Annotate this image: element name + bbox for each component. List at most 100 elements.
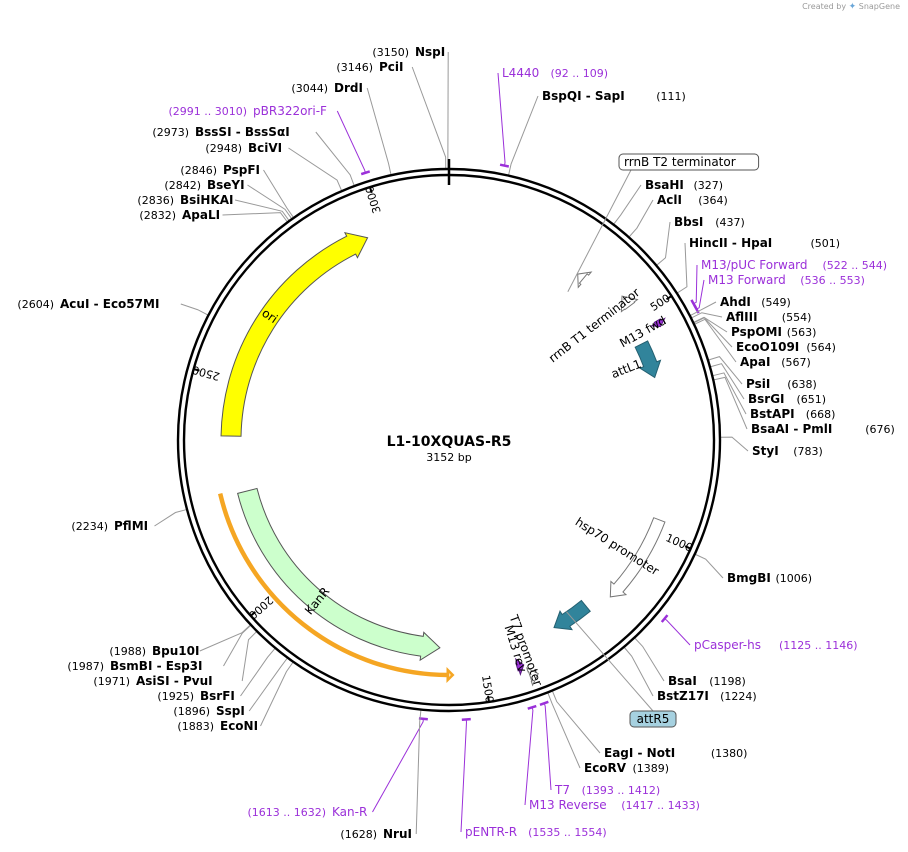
tick-label: 1000 xyxy=(664,531,695,554)
enzyme-label-12: (1988)Bpu10I xyxy=(109,644,199,658)
leader-line xyxy=(713,372,747,415)
site-name: BspQI - SapI xyxy=(542,89,625,103)
site-name: BsaI xyxy=(668,674,697,688)
site-name: T7 xyxy=(554,783,570,797)
leader-line xyxy=(544,704,552,791)
primer-label-20: L4440(92 .. 109) xyxy=(502,66,608,80)
leader-line xyxy=(240,648,276,697)
leader-line xyxy=(624,647,654,697)
snapgene-brand-text: SnapGene xyxy=(858,2,900,11)
leader-line xyxy=(372,719,424,813)
enzyme-label-35: BstAPI(668) xyxy=(750,407,835,421)
site-coordinate: (327) xyxy=(694,179,724,192)
boxed-label-text: attR5 xyxy=(637,712,670,726)
primer-label-26: M13/pUC Forward(522 .. 544) xyxy=(701,258,887,272)
leader-line xyxy=(708,356,743,385)
leader-line xyxy=(415,710,422,835)
leader-line xyxy=(336,110,366,172)
tick-label: 2000 xyxy=(246,593,276,621)
site-coordinate: (437) xyxy=(715,216,745,229)
primer-label-27: M13 Forward(536 .. 553) xyxy=(708,273,865,287)
site-coordinate: (1613 .. 1632) xyxy=(247,806,326,819)
site-name: PspOMI xyxy=(731,325,782,339)
site-coordinate: (668) xyxy=(806,408,836,421)
site-name: EcoNI xyxy=(220,719,258,733)
site-coordinate: (2836) xyxy=(137,194,174,207)
plasmid-length: 3152 bp xyxy=(426,451,471,464)
site-name: AsiSI - PvuI xyxy=(136,674,213,688)
leader-line xyxy=(234,199,290,221)
leader-line xyxy=(288,147,342,191)
tick-mark xyxy=(684,545,692,550)
primer-site-mark xyxy=(660,614,669,623)
site-name: NruI xyxy=(383,827,412,841)
enzyme-label-38: BmgBI(1006) xyxy=(727,571,812,585)
site-name: Kan-R xyxy=(332,805,367,819)
site-coordinate: (2234) xyxy=(71,520,108,533)
site-coordinate: (536 .. 553) xyxy=(800,274,865,287)
site-coordinate: (3150) xyxy=(372,46,409,59)
primer-label-18: (1613 .. 1632) Kan-R xyxy=(247,805,367,819)
site-name: StyI xyxy=(752,444,779,458)
site-name: AhdI xyxy=(720,295,751,309)
site-coordinate: (1883) xyxy=(177,720,214,733)
site-name: DrdI xyxy=(334,81,363,95)
enzyme-label-13: (1987)BsmBI - Esp3I xyxy=(67,659,202,673)
primer-site-mark xyxy=(527,704,537,710)
enzyme-label-0: (3150)NspI xyxy=(372,45,445,59)
leader-line xyxy=(524,708,534,806)
leader-line xyxy=(695,554,724,579)
branding: Created by ✦ SnapGene xyxy=(802,2,900,12)
primer-label-44: T7(1393 .. 1412) xyxy=(554,783,660,797)
ori-feature xyxy=(220,231,369,437)
kanr-orf-feature xyxy=(217,493,455,684)
attr5-feature xyxy=(553,599,591,631)
leader-line xyxy=(223,625,251,667)
leader-line xyxy=(222,212,288,222)
site-coordinate: (364) xyxy=(698,194,728,207)
enzyme-label-24: BbsI(437) xyxy=(674,215,745,229)
primer-label-39: pCasper-hs(1125 .. 1146) xyxy=(694,638,858,652)
leader-line xyxy=(315,131,355,186)
leader-line xyxy=(694,264,698,304)
site-coordinate: (2604) xyxy=(17,298,54,311)
site-coordinate: (3146) xyxy=(336,61,373,74)
site-coordinate: (2832) xyxy=(139,209,176,222)
site-coordinate: (567) xyxy=(781,356,811,369)
enzyme-label-31: EcoO109I(564) xyxy=(736,340,836,354)
enzyme-label-17: (1883) EcoNI xyxy=(177,719,258,733)
leader-line xyxy=(497,72,506,165)
leader-line xyxy=(694,317,733,348)
enzyme-label-6: (2846)PspFI xyxy=(180,163,260,177)
site-name: L4440 xyxy=(502,66,539,80)
site-name: BssSI - BssSαI xyxy=(195,125,290,139)
enzyme-label-14: (1971)AsiSI - PvuI xyxy=(93,674,212,688)
site-coordinate: (1925) xyxy=(157,690,194,703)
leader-line xyxy=(710,363,745,400)
box-leader-line xyxy=(566,611,654,712)
leader-line xyxy=(411,66,447,169)
leader-line xyxy=(720,436,749,452)
primer-label-3: (2991 .. 3010)pBR322ori-F xyxy=(168,104,327,118)
enzyme-label-8: (2836)BsiHKAI xyxy=(137,193,233,207)
enzyme-label-5: (2948)BciVI xyxy=(205,141,282,155)
site-coordinate: (676) xyxy=(865,423,895,436)
enzyme-label-15: (1925)BsrFI xyxy=(157,689,234,703)
tick-mark xyxy=(665,295,673,301)
enzyme-label-2: (3044)DrdI xyxy=(291,81,363,95)
enzyme-label-1: (3146)PciI xyxy=(336,60,403,74)
site-name: BsrGI xyxy=(748,392,785,406)
site-name: BsaHI xyxy=(645,178,684,192)
site-coordinate: (1628) xyxy=(340,828,377,841)
enzyme-label-41: BstZ17I(1224) xyxy=(657,689,757,703)
enzyme-label-21: BspQI - SapI(111) xyxy=(542,89,686,103)
site-coordinate: (1896) xyxy=(173,705,210,718)
t7-promoter-feature xyxy=(525,667,539,687)
site-coordinate: (1987) xyxy=(67,660,104,673)
site-coordinate: (1417 .. 1433) xyxy=(621,799,700,812)
site-coordinate: (2842) xyxy=(164,179,201,192)
leader-line xyxy=(634,638,665,682)
tick-mark xyxy=(368,186,373,194)
attl1-label: attL1 xyxy=(609,357,643,382)
